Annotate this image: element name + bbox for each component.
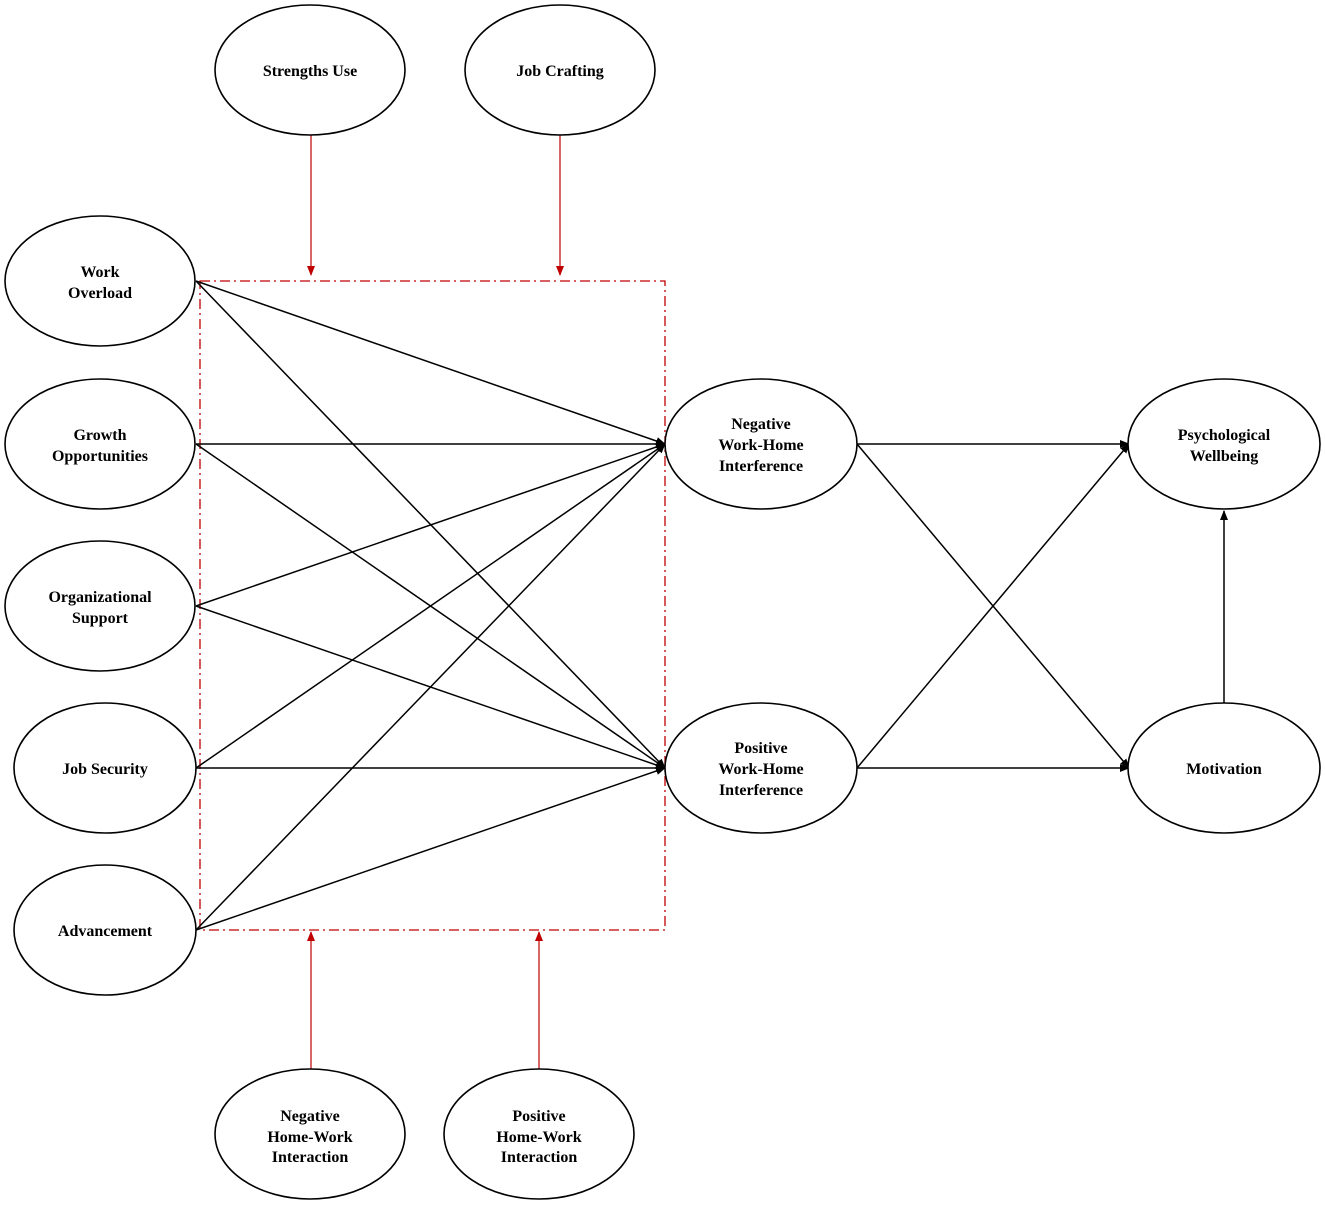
node-label: Job Security bbox=[62, 761, 148, 778]
edge-advancement-to-positive-whi bbox=[195, 767, 666, 931]
edge-work-overload-to-negative-whi bbox=[195, 280, 666, 445]
node-advancement: Advancement bbox=[13, 864, 197, 996]
node-negative-work-home-interference: Negative Work-Home Interference bbox=[664, 378, 858, 510]
node-label: Growth bbox=[73, 427, 126, 444]
node-work-overload: Work Overload bbox=[4, 215, 196, 347]
node-label: Overload bbox=[68, 285, 132, 302]
node-label: Interference bbox=[719, 782, 803, 799]
node-label: Home-Work bbox=[496, 1129, 581, 1146]
node-organizational-support: Organizational Support bbox=[4, 540, 196, 672]
node-label: Motivation bbox=[1186, 761, 1262, 778]
node-label: Wellbeing bbox=[1190, 448, 1258, 465]
node-label: Job Crafting bbox=[516, 63, 604, 80]
node-positive-work-home-interference: Positive Work-Home Interference bbox=[664, 702, 858, 834]
node-label: Organizational bbox=[48, 589, 152, 606]
node-label: Support bbox=[72, 610, 129, 627]
node-label: Positive bbox=[512, 1108, 565, 1125]
node-label: Interference bbox=[719, 458, 803, 475]
node-label: Work-Home bbox=[718, 761, 803, 778]
node-label: Negative bbox=[280, 1108, 340, 1125]
node-label: Strengths Use bbox=[263, 63, 357, 80]
node-label: Interaction bbox=[272, 1149, 349, 1166]
edge-positive-whi-to-wellbeing bbox=[856, 443, 1130, 769]
node-strengths-use: Strengths Use bbox=[214, 4, 406, 136]
node-positive-home-work-interaction: Positive Home-Work Interaction bbox=[443, 1068, 635, 1200]
node-label: Opportunities bbox=[52, 448, 148, 465]
node-label: Work bbox=[80, 264, 119, 281]
node-label: Advancement bbox=[58, 923, 153, 940]
edge-job-security-to-negative-whi bbox=[195, 443, 666, 769]
node-label: Psychological bbox=[1178, 427, 1271, 444]
node-growth-opportunities: Growth Opportunities bbox=[4, 378, 196, 510]
moderation-box bbox=[199, 280, 666, 931]
node-job-crafting: Job Crafting bbox=[464, 4, 656, 136]
edge-org-support-to-negative-whi bbox=[195, 443, 666, 607]
edge-advancement-to-negative-whi bbox=[195, 443, 666, 931]
node-motivation: Motivation bbox=[1127, 702, 1321, 834]
node-label: Positive bbox=[734, 740, 787, 757]
node-label: Interaction bbox=[501, 1149, 578, 1166]
node-label: Work-Home bbox=[718, 437, 803, 454]
node-job-security: Job Security bbox=[13, 702, 197, 834]
node-psychological-wellbeing: Psychological Wellbeing bbox=[1127, 378, 1321, 510]
node-negative-home-work-interaction: Negative Home-Work Interaction bbox=[214, 1068, 406, 1200]
node-label: Home-Work bbox=[267, 1129, 352, 1146]
node-label: Negative bbox=[731, 416, 791, 433]
